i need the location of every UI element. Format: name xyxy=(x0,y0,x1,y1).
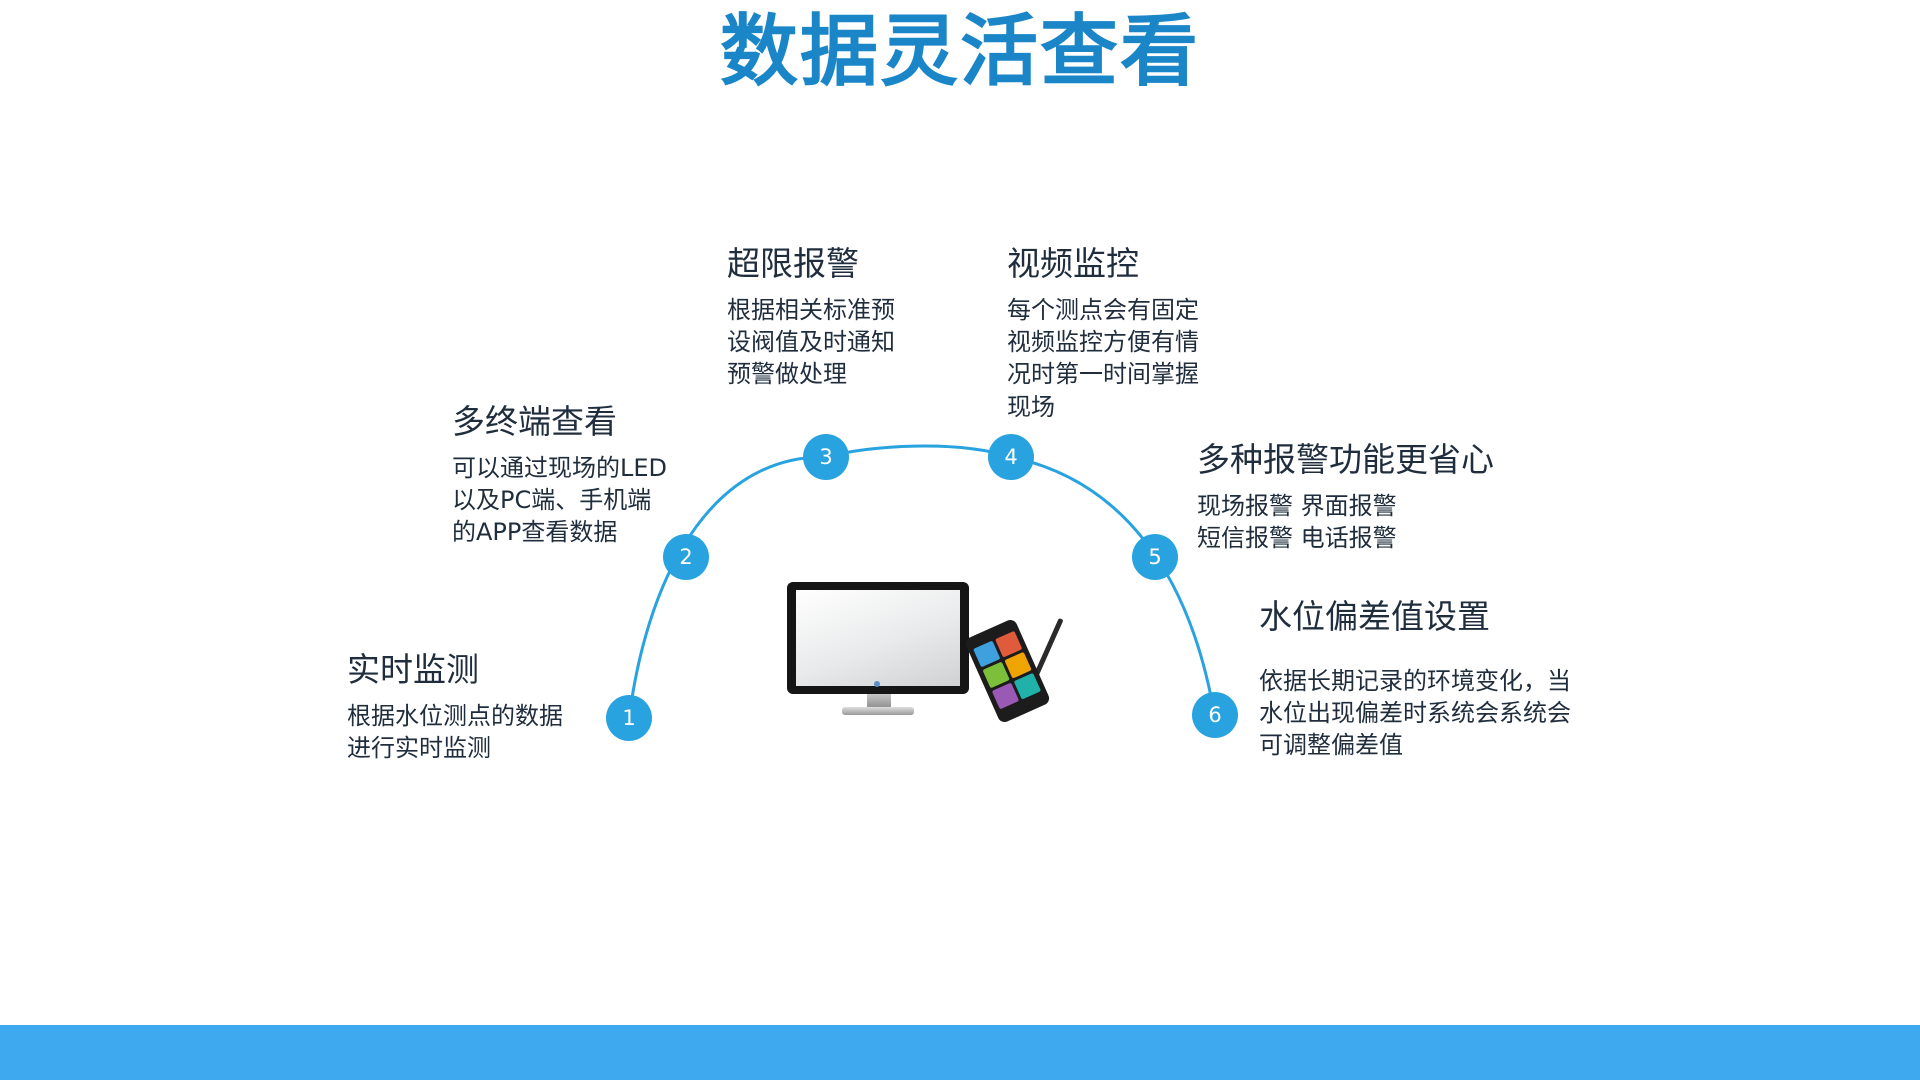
feature-description: 根据水位测点的数据 进行实时监测 xyxy=(347,701,563,762)
feature-description: 现场报警 界面报警 短信报警 电话报警 xyxy=(1197,491,1397,552)
feature-description: 依据长期记录的环境变化，当 水位出现偏差时系统会系统会 可调整偏差值 xyxy=(1259,666,1571,760)
feature-item-5: 多种报警功能更省心 现场报警 界面报警 短信报警 电话报警 xyxy=(1197,440,1494,554)
monitor-stand-base xyxy=(842,707,914,715)
feature-item-3: 超限报警 根据相关标准预 设阀值及时通知 预警做处理 xyxy=(727,244,895,391)
app-tile-icon xyxy=(1013,672,1042,700)
page-title: 数据灵活查看 xyxy=(719,7,1200,97)
feature-heading: 多种报警功能更省心 xyxy=(1197,440,1494,479)
desktop-monitor-icon xyxy=(787,582,969,718)
step-node-3: 3 xyxy=(803,434,849,480)
monitor-stand-neck xyxy=(867,694,891,708)
feature-heading: 多终端查看 xyxy=(452,402,617,441)
feature-description: 每个测点会有固定 视频监控方便有情 况时第一时间掌握 现场 xyxy=(1007,295,1199,421)
footer-bar xyxy=(0,1025,1920,1080)
feature-item-1: 实时监测 根据水位测点的数据 进行实时监测 xyxy=(347,650,563,764)
step-node-5: 5 xyxy=(1132,534,1178,580)
feature-description: 根据相关标准预 设阀值及时通知 预警做处理 xyxy=(727,295,895,389)
monitor-screen xyxy=(796,590,960,686)
feature-item-6: 水位偏差值设置 依据长期记录的环境变化，当 水位出现偏差时系统会系统会 可调整偏… xyxy=(1259,597,1571,762)
feature-heading: 水位偏差值设置 xyxy=(1259,597,1490,636)
step-node-1: 1 xyxy=(606,695,652,741)
app-tile-icon xyxy=(991,682,1020,710)
feature-item-2: 多终端查看 可以通过现场的LED 以及PC端、手机端 的APP查看数据 xyxy=(452,402,667,549)
feature-heading: 实时监测 xyxy=(347,650,479,689)
step-node-4: 4 xyxy=(988,434,1034,480)
feature-heading: 视频监控 xyxy=(1007,244,1139,283)
feature-heading: 超限报警 xyxy=(727,244,859,283)
step-node-6: 6 xyxy=(1192,692,1238,738)
monitor-power-dot xyxy=(874,681,880,687)
feature-description: 可以通过现场的LED 以及PC端、手机端 的APP查看数据 xyxy=(452,453,668,547)
feature-item-4: 视频监控 每个测点会有固定 视频监控方便有情 况时第一时间掌握 现场 xyxy=(1007,244,1199,423)
step-node-2: 2 xyxy=(663,534,709,580)
